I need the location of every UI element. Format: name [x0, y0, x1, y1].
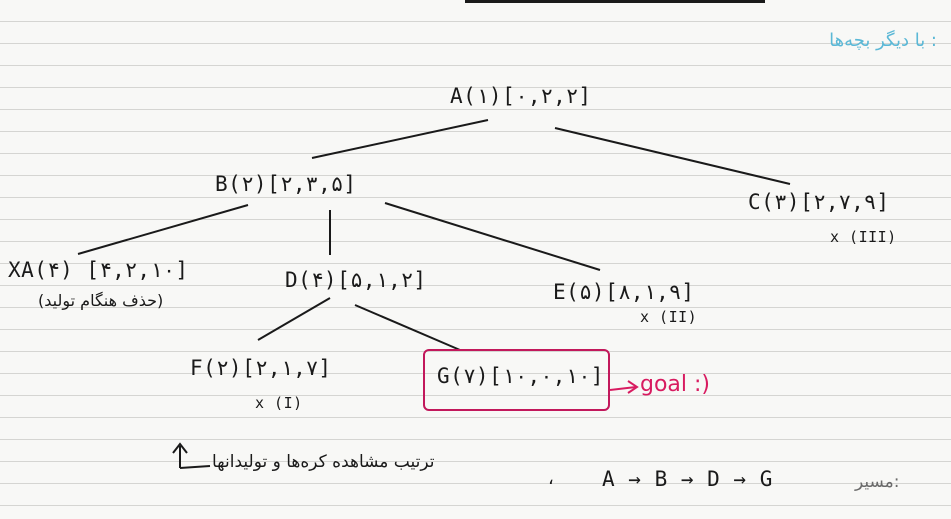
goal-arrow-line [609, 386, 637, 391]
node-e: E(۵)[۸,۱,۹] [553, 280, 695, 304]
node-xa-note: (حذف هنگام تولید) [38, 291, 164, 310]
node-b: B(۲)[۲,۳,۵] [215, 172, 357, 196]
node-f-mark: x (I) [255, 394, 303, 412]
goal-arrow-head [627, 380, 639, 394]
page-top-border [465, 0, 765, 3]
edge-b-e [384, 202, 601, 271]
path-separator: ، [548, 468, 554, 489]
node-a: A(۱)[۰,۲,۲] [450, 84, 592, 108]
goal-node-box [423, 349, 610, 411]
node-f: F(۲)[۲,۱,۷] [190, 356, 332, 380]
node-e-mark: x (II) [640, 308, 698, 326]
up-arrow-head [172, 442, 188, 454]
node-c-mark: x (III) [830, 228, 897, 246]
path-label: مسیر: [855, 472, 900, 492]
edge-d-g [354, 304, 461, 351]
node-c: C(۳)[۲,۷,۹] [748, 190, 890, 214]
node-xa: XA(۴) [۴,۲,۱۰] [8, 258, 189, 282]
node-g: G(۷)[۱۰,۰,۱۰] [437, 364, 604, 388]
solution-path: A → B → D → G [602, 467, 773, 491]
header-note: با دیگر بچه‌ها : [829, 30, 937, 51]
order-note: ترتیب مشاهده کره‌ها و تولیدانها [212, 452, 435, 472]
edge-b-xa [77, 204, 249, 255]
edge-d-f [257, 297, 331, 341]
node-d: D(۴)[۵,۱,۲] [285, 268, 427, 292]
edge-a-b [311, 119, 489, 159]
goal-label: goal :) [640, 372, 711, 397]
up-arrow-tail [179, 465, 211, 469]
edge-a-c [554, 127, 791, 185]
